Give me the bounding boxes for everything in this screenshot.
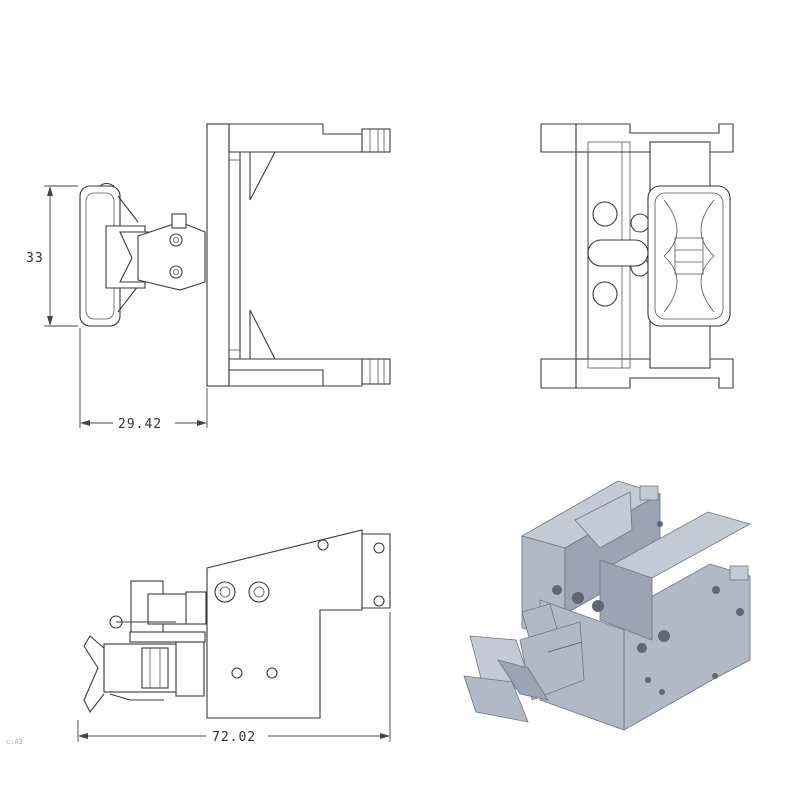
dim-width-label: 72.02	[212, 730, 256, 745]
top-view: 72.02	[77, 529, 391, 745]
dim-height-label: 33	[26, 251, 44, 266]
front-view	[540, 123, 734, 389]
isometric-render	[463, 480, 752, 731]
dim-depth-label: 29.42	[118, 417, 162, 432]
corner-note: c:A3	[6, 738, 23, 746]
highlight-mark	[99, 182, 115, 187]
side-view: 33 29.42	[26, 123, 391, 432]
